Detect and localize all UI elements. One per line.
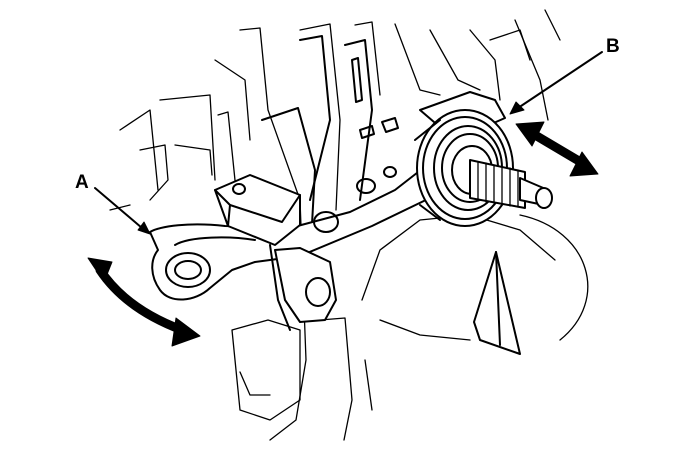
callout-lines [94, 51, 603, 235]
straight-arrow-head-right [569, 151, 599, 177]
callout-arrowhead-b [509, 101, 525, 115]
motion-arrows [87, 121, 599, 347]
lower-arm-part-a [149, 117, 471, 301]
knuckle [214, 174, 337, 331]
callout-line-a [94, 187, 143, 229]
label-b: B [606, 36, 620, 57]
curved-arrow-head-lower [171, 317, 201, 347]
splined-shaft [469, 159, 553, 209]
hub-bearing-part-b [414, 91, 514, 227]
chassis-background [109, 9, 589, 441]
label-a: A [75, 172, 89, 193]
callout-line-b [517, 51, 603, 109]
callout-arrowhead-a [137, 221, 151, 235]
straight-arrow-head-left [515, 121, 545, 147]
lower-bracket [473, 251, 521, 355]
curved-arrow-head-upper [87, 257, 113, 283]
